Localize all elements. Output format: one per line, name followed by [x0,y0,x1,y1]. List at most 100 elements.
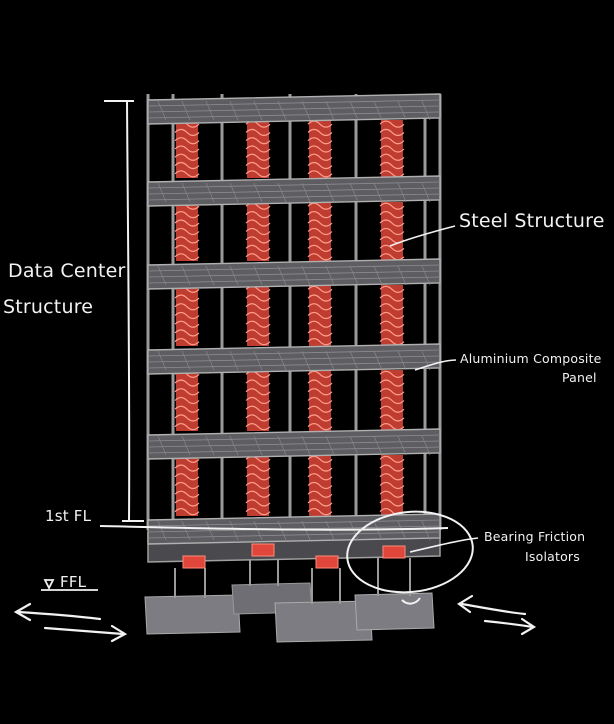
floor-slab-hatch [421,182,431,203]
ffl-marker [41,579,98,591]
floor-slab-hatch [253,520,263,541]
column-scribble-stroke [379,137,405,145]
column-scribble-stroke [307,490,333,498]
floor-slab-hatch [277,520,287,541]
column-scribble-stroke [245,161,271,170]
column-scribble-stroke [174,508,200,516]
floor-slab-hatch [397,182,407,203]
column-scribble-stroke [307,338,333,346]
column-scribble-stroke [174,244,200,252]
column-scribble-stroke [379,303,405,311]
column-scribble-stroke [379,244,405,252]
column-scribble-stroke [174,219,200,227]
isolator [382,545,406,559]
column-scribble-stroke [174,137,200,145]
column-scribble-stroke [379,473,405,481]
floor-slab-line [147,446,441,454]
floor-slab-hatch [157,350,167,371]
column-scribble-stroke [245,145,271,153]
floor-slab-hatch [421,435,431,456]
column-scribble-stroke [174,170,200,178]
floor-slab-hatch [277,350,287,371]
floor-slab-line [147,181,441,189]
column-scribble-stroke [379,153,405,161]
floor-slab-hatch [325,182,335,203]
floor-slab [147,428,441,460]
floor-slab-hatch [397,435,407,456]
column-scribble-stroke [307,202,333,210]
height-bracket [104,100,144,522]
column-scribble-stroke [307,153,333,161]
floor-slab-hatch [253,435,263,456]
floor-slab-hatch [253,100,263,121]
foundation-block [354,592,435,631]
column-scribble [307,455,333,516]
aluminium-label-line2: Panel [562,370,597,385]
floor-slab-hatch [157,435,167,456]
column-scribble-stroke [307,244,333,252]
foundation-block [144,594,241,635]
floor-slab-hatch [373,435,383,456]
floor-slab-hatch [157,520,167,541]
floor-slab-line [147,531,441,539]
column-scribble-stroke [307,294,333,302]
bearing-label-line1: Bearing Friction [484,529,586,544]
column-scribble-stroke [379,414,405,422]
floor-slab-hatch [205,435,215,456]
bearing-label-line2: Isolators [525,549,580,564]
isolator [182,555,206,569]
steel-structure-leader [389,225,456,247]
floor-slab-hatch [181,435,191,456]
column-scribble-stroke [379,423,405,431]
bearing-isolators [182,543,406,569]
aluminium-label-line1: Aluminium Composite [460,351,602,366]
floor-slab-hatch [253,265,263,286]
floor-slab-hatch [277,182,287,203]
column-scribble-stroke [245,464,271,472]
column-scribble-stroke [379,464,405,472]
floor-slab-hatch [349,265,359,286]
floor-slab-hatch [397,265,407,286]
floor-slab-hatch [253,182,263,203]
column-scribble-stroke [174,294,200,302]
floor-slab-hatch [157,265,167,286]
floor-slab-hatch [325,265,335,286]
floor-slab-hatch [229,350,239,371]
column-scribble [379,120,405,178]
column-scribble-stroke [307,455,333,463]
floor-slab-hatch [421,265,431,286]
column-scribble-stroke [245,244,271,252]
column-scribble-stroke [245,396,271,405]
floor-slab-hatch [397,350,407,371]
floor-slab-hatch [229,520,239,541]
floor-slab-hatch [301,265,311,286]
column-scribble-stroke [307,253,333,261]
floor-slab-hatch [373,520,383,541]
floor-slab-hatch [205,182,215,203]
floor-slab-hatch [349,435,359,456]
floor-slab-line [147,193,441,201]
column-scribble-stroke [379,128,405,137]
movement-arrows-right [457,594,537,636]
column-scribble-stroke [307,481,333,490]
floor-slab-hatch [181,100,191,121]
column-scribble-stroke [379,481,405,490]
column-scribble-stroke [174,405,200,413]
column-scribble-stroke [379,120,405,128]
foundation-block [274,600,373,643]
column-scribble-stroke [174,211,200,219]
column-scribble-stroke [245,294,271,302]
column-scribble-stroke [307,128,333,137]
column-scribble-stroke [379,370,405,378]
column-scribble-stroke [379,405,405,413]
floor-slab-hatch [229,435,239,456]
column-scribble-stroke [307,405,333,413]
column-scribble-stroke [174,303,200,311]
column-scribble-stroke [307,161,333,170]
bearing-leader [409,537,479,553]
column-scribble-stroke [307,414,333,422]
floor-slab-hatch [373,100,383,121]
column-scribble-stroke [174,338,200,346]
column-scribble [379,455,405,516]
column-scribble [307,202,333,261]
